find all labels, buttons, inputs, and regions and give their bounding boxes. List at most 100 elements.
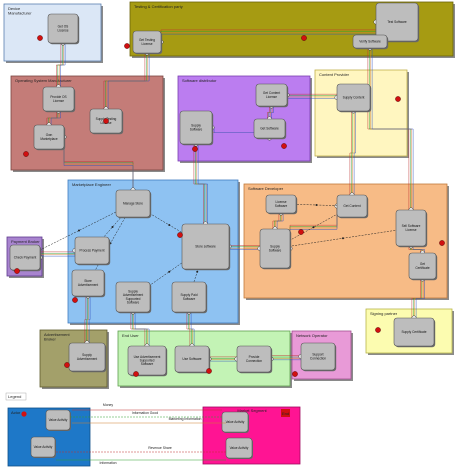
- zone-content-provider[interactable]: [314, 69, 408, 157]
- process-supply-advertisement-supported[interactable]: [115, 281, 151, 313]
- process-use-software[interactable]: [174, 345, 210, 373]
- process-get-content[interactable]: [336, 194, 368, 218]
- legend-market-segment-label: Market Segment: [237, 408, 267, 413]
- process-supply-certificate[interactable]: [393, 317, 435, 347]
- legend-value-activity[interactable]: [225, 437, 253, 459]
- process-label: Advertisement: [77, 357, 97, 361]
- zone-label: Software distributor: [182, 78, 217, 83]
- process-label: Get Software: [260, 127, 279, 131]
- start-stimulus-icon[interactable]: [21, 411, 27, 417]
- value-transfer-line: [134, 312, 150, 346]
- start-stimulus-icon[interactable]: [37, 35, 43, 41]
- legend-value-activity[interactable]: [221, 411, 249, 433]
- start-stimulus-icon[interactable]: [64, 362, 70, 368]
- legend-value-activity[interactable]: [45, 409, 71, 431]
- start-stimulus-icon[interactable]: [206, 368, 212, 374]
- legend-end-label: End: [282, 411, 289, 416]
- start-stimulus-icon[interactable]: [124, 43, 130, 49]
- process-label: Provide: [249, 355, 260, 359]
- value-transfer-line: [349, 111, 352, 195]
- legend-value-activity-label: Value Activity: [34, 445, 53, 449]
- process-label: Software: [183, 297, 196, 301]
- process-verify-software[interactable]: [352, 34, 388, 49]
- value-transfer-line: [352, 111, 355, 195]
- process-get-content-license[interactable]: [255, 83, 288, 107]
- process-label: Get Content: [343, 204, 360, 208]
- zone-label: End User: [122, 333, 139, 338]
- value-transfer-line: [351, 111, 354, 195]
- and-fork: [111, 226, 114, 228]
- process-own-marketplace[interactable]: [33, 124, 65, 150]
- process-supply-software[interactable]: [179, 110, 213, 145]
- start-stimulus-icon[interactable]: [23, 151, 29, 157]
- start-stimulus-icon[interactable]: [103, 118, 109, 124]
- process-provide-os-license[interactable]: [42, 86, 75, 112]
- process-label: Supply Content: [343, 96, 365, 100]
- process-get-os-license[interactable]: [47, 13, 79, 44]
- process-support-connection[interactable]: [300, 342, 336, 371]
- start-stimulus-icon[interactable]: [133, 371, 139, 377]
- process-manage-store[interactable]: [115, 189, 151, 218]
- process-label: Advertisement: [78, 283, 98, 287]
- process-label: Software: [269, 248, 282, 252]
- process-sell-software-license[interactable]: [395, 209, 427, 247]
- process-supply-software-dev[interactable]: [259, 228, 291, 269]
- process-label: License: [406, 228, 417, 232]
- legend-value-activity[interactable]: [30, 436, 56, 458]
- value-transfer-line: [50, 111, 61, 125]
- process-supply-paid-software[interactable]: [171, 281, 207, 313]
- process-use-advertisement-supported[interactable]: [127, 345, 167, 376]
- process-supply-advertisement[interactable]: [68, 342, 106, 372]
- process-check-payment[interactable]: [9, 244, 41, 271]
- process-get-testing-license[interactable]: [132, 30, 162, 54]
- process-provide-connection[interactable]: [236, 345, 272, 373]
- process-supply-content[interactable]: [336, 83, 371, 112]
- process-store-advertisement[interactable]: [71, 269, 105, 297]
- process-label: Process Payment: [80, 249, 105, 253]
- value-transfer-line: [269, 106, 273, 119]
- end-stimulus-icon[interactable]: [281, 409, 290, 417]
- value-transfer-line: [107, 53, 150, 109]
- process-store-software[interactable]: [181, 223, 230, 270]
- start-stimulus-icon[interactable]: [298, 229, 304, 235]
- zone-label: Manufacturer: [8, 11, 32, 16]
- legend-flow-label: Revenue Share: [148, 446, 172, 450]
- zone-operating-system-manufacturer[interactable]: [10, 75, 164, 171]
- legend-flow-label: Money: [103, 403, 113, 407]
- start-stimulus-icon[interactable]: [72, 297, 78, 303]
- zone-label: Operating System Manufacturer: [15, 78, 72, 83]
- start-stimulus-icon[interactable]: [177, 232, 183, 238]
- legend-flow-label: Information: [100, 461, 117, 465]
- start-stimulus-icon[interactable]: [281, 143, 287, 149]
- process-label: Supply: [82, 353, 92, 357]
- process-get-software[interactable]: [253, 118, 286, 139]
- start-stimulus-icon[interactable]: [192, 146, 198, 152]
- start-stimulus-icon[interactable]: [375, 327, 381, 333]
- process-label: Test Software: [387, 20, 407, 24]
- process-test-software[interactable]: [375, 2, 419, 42]
- process-label: Supply: [270, 245, 280, 249]
- and-fork: [196, 270, 199, 273]
- value-transfer-line: [86, 296, 88, 343]
- value-transfer-line: [371, 48, 414, 210]
- start-stimulus-icon[interactable]: [439, 240, 445, 246]
- process-label: Support: [312, 353, 323, 357]
- legend-value-activity-label: Value Activity: [49, 418, 68, 422]
- legend-actor-label: Actor: [11, 410, 21, 415]
- process-license-software[interactable]: [265, 194, 297, 214]
- process-get-certificate[interactable]: [408, 252, 437, 280]
- process-label: Manage Store: [123, 202, 143, 206]
- start-stimulus-icon[interactable]: [292, 371, 298, 377]
- process-label: Supported: [126, 297, 141, 301]
- start-stimulus-icon[interactable]: [395, 96, 401, 102]
- process-process-payment[interactable]: [74, 236, 110, 265]
- process-label: Software: [141, 362, 154, 366]
- legend-title-box: [5, 392, 27, 401]
- start-stimulus-icon[interactable]: [301, 35, 307, 41]
- value-transfer-line: [353, 111, 356, 195]
- start-stimulus-icon[interactable]: [14, 268, 20, 274]
- value-transfer-line: [271, 106, 274, 119]
